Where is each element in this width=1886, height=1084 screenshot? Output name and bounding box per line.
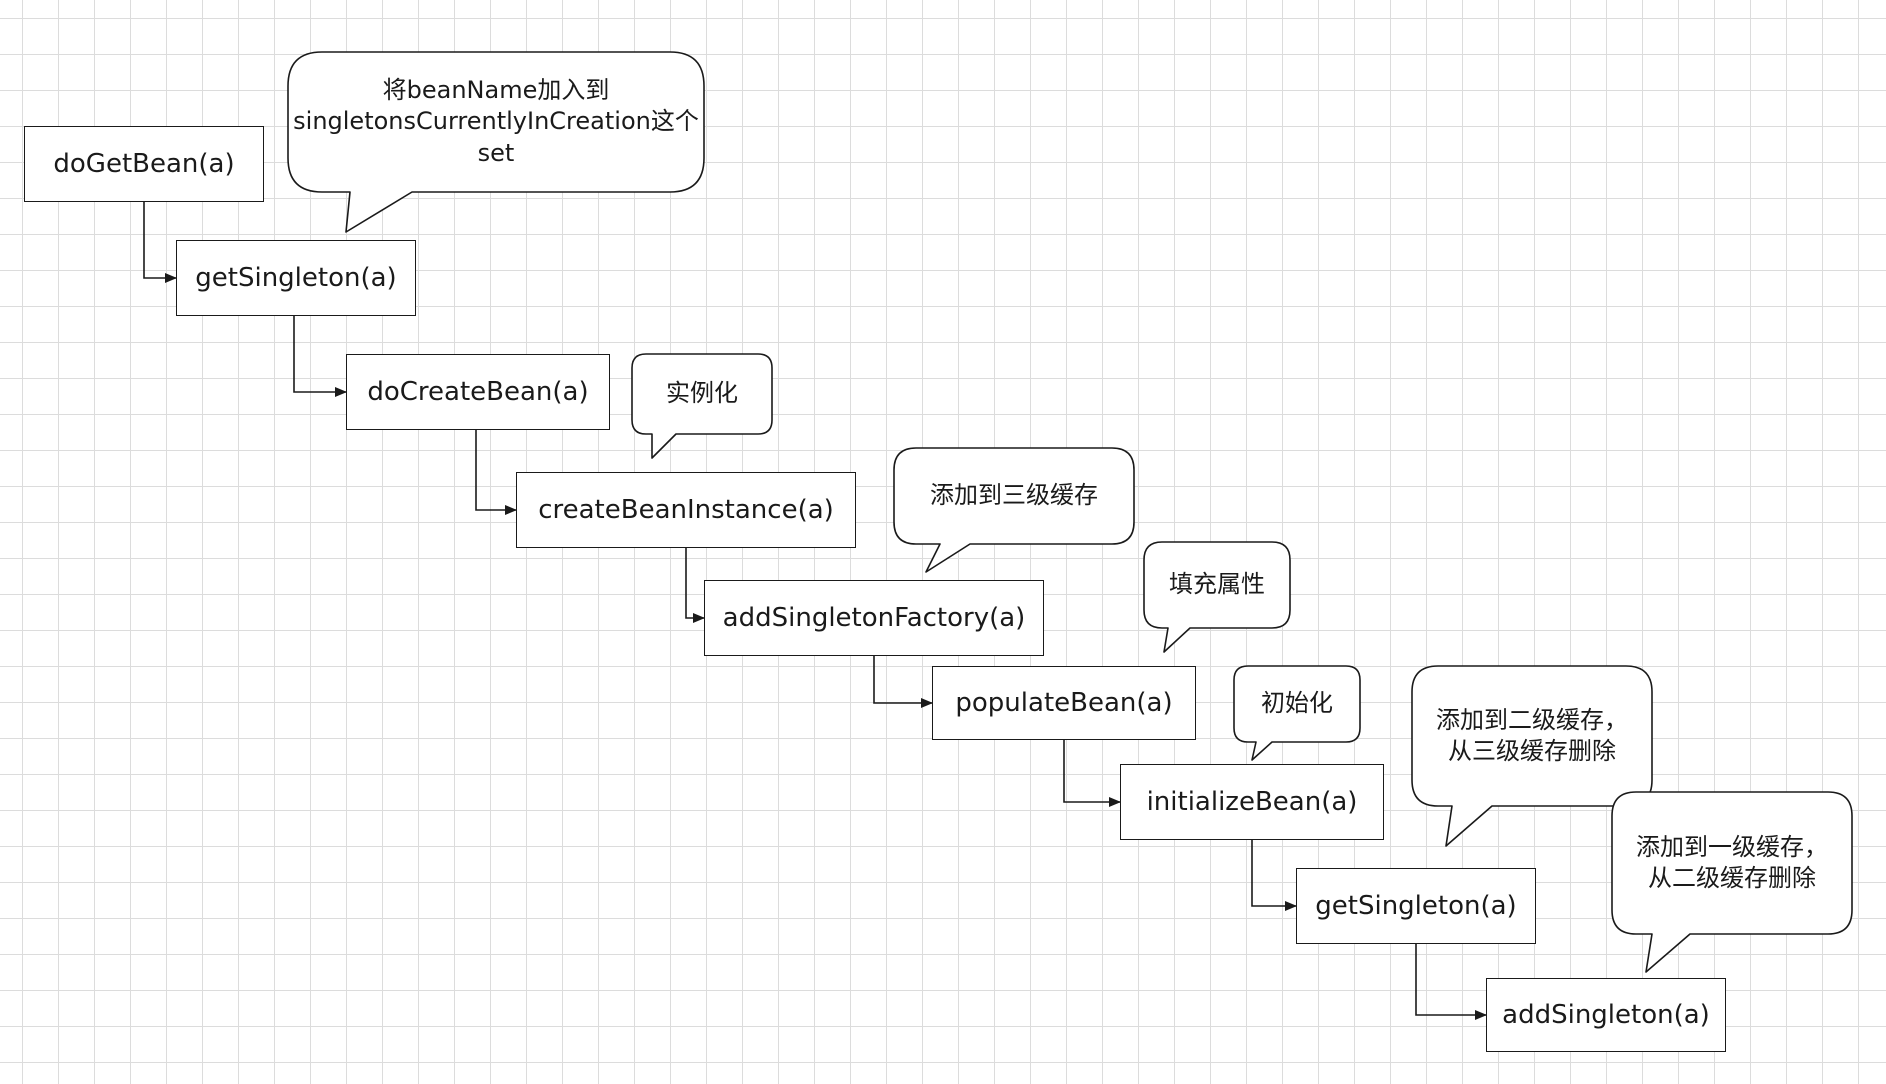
method-node-1: doGetBean(a): [24, 126, 264, 202]
callout-bubbles: [287, 51, 1853, 973]
connector-arrow-4: [685, 548, 705, 623]
callout-bubble-4: [1143, 541, 1291, 653]
callout-line: set: [477, 138, 515, 167]
callout-bubble-6: [1411, 665, 1653, 847]
node-label: doCreateBean(a): [367, 377, 589, 407]
node-label: doGetBean(a): [53, 149, 235, 179]
callout-bubble-3: [893, 447, 1135, 573]
callout-text-6: 添加到二级缓存， 从三级缓存删除: [1412, 666, 1652, 806]
callout-text-lines: 实例化: [666, 378, 738, 409]
callout-line: 初始化: [1261, 689, 1333, 718]
callout-text-7: 添加到一级缓存， 从二级缓存删除: [1612, 792, 1852, 934]
connectors: [143, 202, 1487, 1020]
method-node-6: populateBean(a): [932, 666, 1196, 740]
callout-line: 实例化: [666, 379, 738, 408]
callout-text-lines: 初始化: [1261, 688, 1333, 719]
node-label: getSingleton(a): [1315, 891, 1517, 921]
connector-arrow-5: [873, 656, 933, 708]
callout-line: 添加到一级缓存，: [1636, 832, 1828, 861]
callout-line: 添加到三级缓存: [930, 481, 1098, 510]
callout-line: 将beanName加入到: [382, 76, 610, 105]
callout-line: 填充属性: [1169, 570, 1265, 599]
callout-line: 添加到二级缓存，: [1436, 705, 1628, 734]
connector-arrow-8: [1415, 944, 1487, 1020]
callout-text-lines: 填充属性: [1169, 569, 1265, 600]
connector-arrow-2: [293, 316, 347, 397]
connector-arrow-6: [1063, 740, 1121, 807]
callout-text-2: 实例化: [632, 354, 772, 434]
node-label: getSingleton(a): [195, 263, 397, 293]
callout-line: 从三级缓存删除: [1448, 737, 1616, 765]
callout-text-lines: 添加到一级缓存， 从二级缓存删除: [1636, 832, 1828, 894]
connector-arrow-7: [1251, 840, 1297, 911]
method-node-5: addSingletonFactory(a): [704, 580, 1044, 656]
node-label: addSingleton(a): [1502, 1000, 1710, 1030]
method-node-9: addSingleton(a): [1486, 978, 1726, 1052]
method-node-2: getSingleton(a): [176, 240, 416, 316]
callout-bubble-2: [631, 353, 773, 459]
callout-text-lines: 添加到三级缓存: [930, 480, 1098, 511]
callout-text-5: 初始化: [1234, 666, 1360, 742]
method-node-4: createBeanInstance(a): [516, 472, 856, 548]
callout-bubble-7: [1611, 791, 1853, 973]
method-node-7: initializeBean(a): [1120, 764, 1384, 840]
node-label: populateBean(a): [955, 688, 1173, 718]
method-node-8: getSingleton(a): [1296, 868, 1536, 944]
callout-line: 从二级缓存删除: [1648, 864, 1816, 892]
connector-arrow-1: [143, 202, 177, 283]
connector-arrow-3: [475, 430, 517, 515]
method-node-3: doCreateBean(a): [346, 354, 610, 430]
callout-bubble-1: [287, 51, 705, 233]
node-label: initializeBean(a): [1146, 787, 1358, 817]
callout-text-lines: 添加到二级缓存， 从三级缓存删除: [1436, 705, 1628, 767]
callout-text-4: 填充属性: [1144, 542, 1290, 628]
node-label: addSingletonFactory(a): [722, 603, 1026, 633]
callout-text-3: 添加到三级缓存: [894, 448, 1134, 544]
node-label: createBeanInstance(a): [538, 495, 834, 525]
callout-bubble-5: [1233, 665, 1361, 761]
callout-line: singletonsCurrentlyInCreation这个: [293, 107, 699, 136]
